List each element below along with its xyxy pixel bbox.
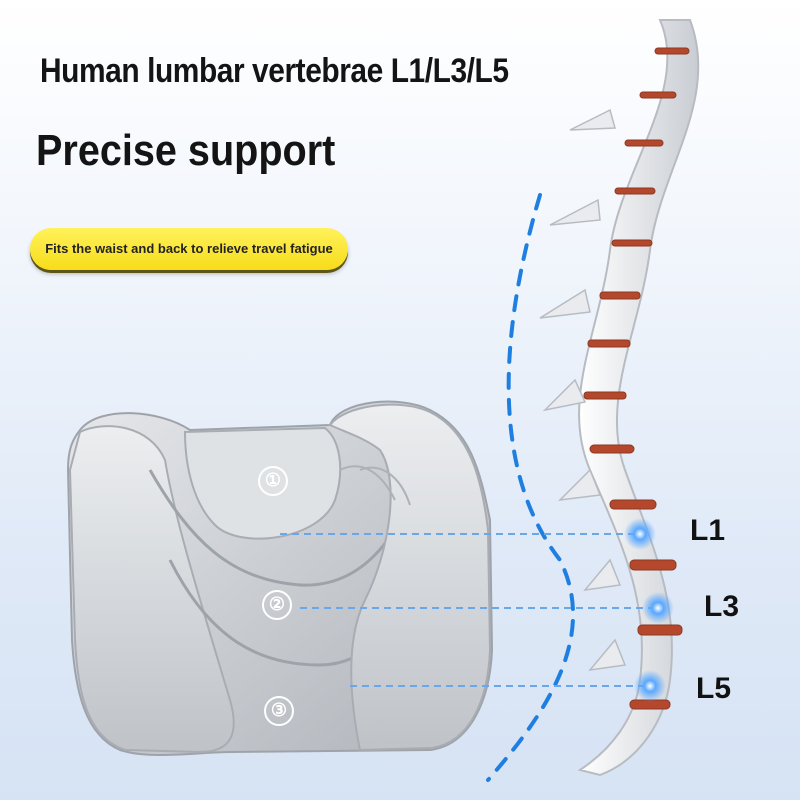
l1-marker [624, 518, 656, 550]
vertebra-label-l5: L5 [696, 672, 732, 705]
cushion-zone-2: ② [262, 590, 292, 620]
lumbar-cushion [66, 400, 494, 757]
page-subtitle: Precise support [36, 126, 336, 175]
l5-marker [634, 670, 666, 702]
cushion-zone-1: ① [258, 466, 288, 496]
connector-lines [280, 533, 658, 687]
page-title: Human lumbar vertebrae L1/L3/L5 [40, 52, 509, 90]
cushion-zone-3: ③ [264, 696, 294, 726]
feature-badge-text: Fits the waist and back to relieve trave… [45, 241, 333, 256]
lumbar-spine [539, 19, 700, 777]
feature-badge: Fits the waist and back to relieve trave… [30, 228, 348, 270]
l3-marker [642, 592, 674, 624]
vertebra-label-l1: L1 [690, 514, 726, 547]
spine-curve-guide [486, 193, 576, 782]
vertebra-label-l3: L3 [704, 590, 740, 623]
